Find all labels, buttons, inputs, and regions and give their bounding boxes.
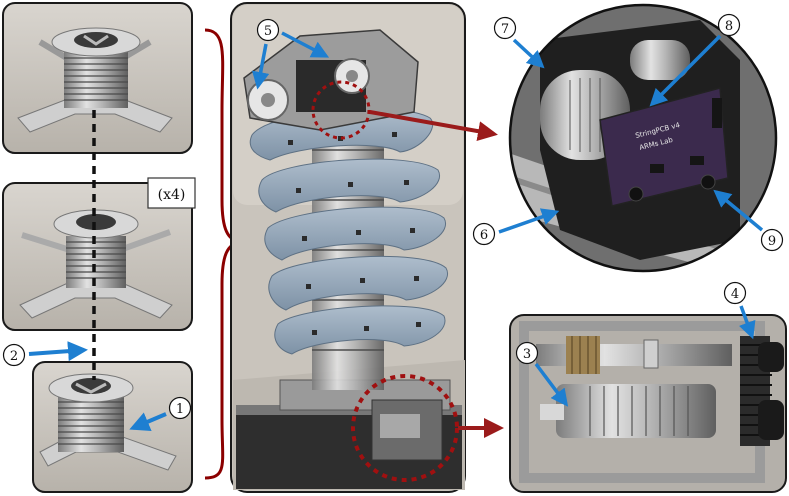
marker-6-label: 6 bbox=[480, 228, 488, 243]
marker-4-label: 4 bbox=[731, 287, 739, 302]
gearbox-closeup-photo bbox=[509, 314, 787, 493]
marker-4: 4 bbox=[723, 281, 756, 340]
marker-1-label: 1 bbox=[176, 402, 184, 417]
module-photo-middle bbox=[2, 182, 193, 331]
marker-2: 2 bbox=[2, 341, 88, 367]
arrow-to-pcb-detail bbox=[369, 110, 498, 142]
marker-7: 7 bbox=[493, 16, 545, 69]
marker-3-label: 3 bbox=[523, 347, 531, 362]
marker-6: 6 bbox=[472, 208, 560, 246]
module-photo-top bbox=[2, 2, 193, 154]
marker-8-label: 8 bbox=[725, 19, 733, 34]
robot-photo bbox=[230, 2, 466, 493]
marker-7-label: 7 bbox=[501, 22, 509, 37]
marker-8: 8 bbox=[649, 13, 741, 107]
repeat-count-label: (x4) bbox=[158, 187, 186, 203]
marker-9-label: 9 bbox=[768, 234, 776, 249]
marker-5: 5 bbox=[252, 18, 330, 90]
marker-5-label: 5 bbox=[264, 24, 272, 39]
module-photo-bottom bbox=[32, 361, 193, 493]
marker-2-label: 2 bbox=[10, 349, 18, 364]
pcb-closeup-photo: StringPCB v4 ARMs Lab bbox=[508, 3, 778, 273]
marker-1: 1 bbox=[129, 396, 192, 431]
marker-9: 9 bbox=[713, 189, 784, 252]
highlight-circle-bottom bbox=[351, 374, 459, 482]
highlight-circle-top bbox=[311, 80, 371, 140]
repeat-count-box: (x4) bbox=[147, 177, 196, 209]
marker-3: 3 bbox=[515, 341, 569, 407]
